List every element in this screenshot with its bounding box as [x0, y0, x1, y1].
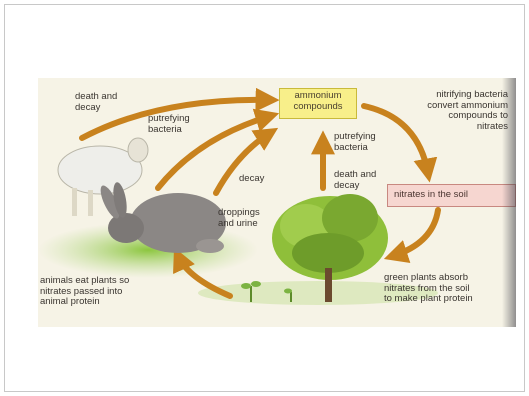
- label-droppings-and-urine: droppings and urine: [218, 208, 260, 229]
- label-death-and-decay: death and decay: [75, 92, 117, 113]
- sheep-image: [58, 138, 148, 216]
- label-decay: decay: [239, 174, 264, 185]
- ammonium-compounds-box: ammonium compounds: [279, 88, 357, 119]
- label-death-and-decay-tree: death and decay: [334, 170, 376, 191]
- label-nitrifying-bacteria: nitrifying bacteria convert ammonium com…: [398, 90, 508, 132]
- label-putrefying-bacteria-right: putrefying bacteria: [334, 132, 376, 153]
- page-edge-shadow: [502, 78, 516, 327]
- nitrogen-cycle-diagram: ammonium compounds nitrates in the soil …: [38, 78, 516, 327]
- image-frame: ammonium compounds nitrates in the soil …: [4, 4, 525, 392]
- nitrates-in-soil-box: nitrates in the soil: [387, 184, 516, 207]
- label-putrefying-bacteria-left: putrefying bacteria: [148, 114, 190, 135]
- arrow-absorb: [393, 210, 438, 256]
- label-animals-eat-plants: animals eat plants so nitrates passed in…: [40, 276, 129, 308]
- label-green-plants-absorb: green plants absorb nitrates from the so…: [384, 273, 473, 305]
